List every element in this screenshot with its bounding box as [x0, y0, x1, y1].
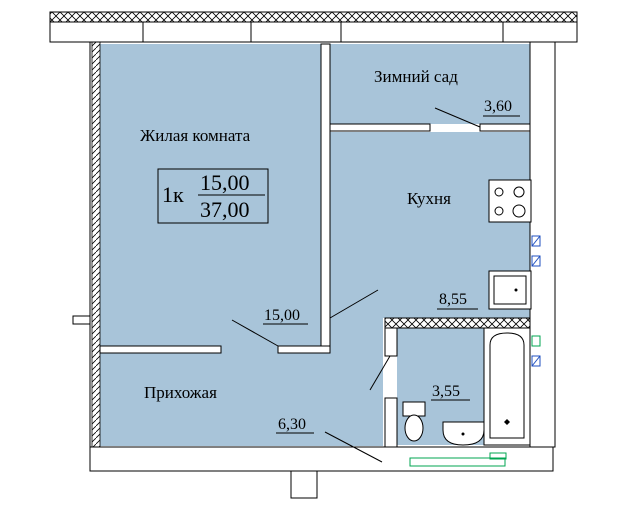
badge-room-count: 1к: [162, 182, 184, 207]
room-name-winter-garden: Зимний сад: [374, 67, 458, 86]
bathtub-icon: [483, 327, 531, 446]
room-area-bathroom: 3,55: [432, 383, 460, 400]
kitchen-sink-icon: [488, 270, 532, 310]
door-swings: [231, 107, 481, 463]
room-name-living: Жилая комната: [140, 126, 251, 145]
toilet-icon: [402, 401, 426, 442]
bathroom-sink-icon: [442, 421, 485, 446]
room-area-hallway: 6,30: [278, 416, 306, 433]
interior-walls: [99, 41, 556, 448]
room-name-hallway: Прихожая: [144, 383, 217, 402]
stove-icon: [488, 179, 532, 223]
area-underlines: [263, 115, 520, 434]
utility-marks: [409, 235, 541, 467]
apartment-badge: 1к 15,00 37,00: [157, 168, 269, 224]
room-name-kitchen: Кухня: [407, 189, 451, 208]
balcony-rail: [49, 11, 578, 43]
room-area-kitchen: 8,55: [439, 291, 467, 308]
badge-living-area: 15,00: [200, 170, 250, 195]
badge-total-area: 37,00: [200, 197, 250, 222]
room-area-winter-garden: 3,60: [484, 98, 512, 115]
left-wall-hatch: [91, 41, 101, 448]
room-area-living: 15,00: [264, 307, 300, 324]
